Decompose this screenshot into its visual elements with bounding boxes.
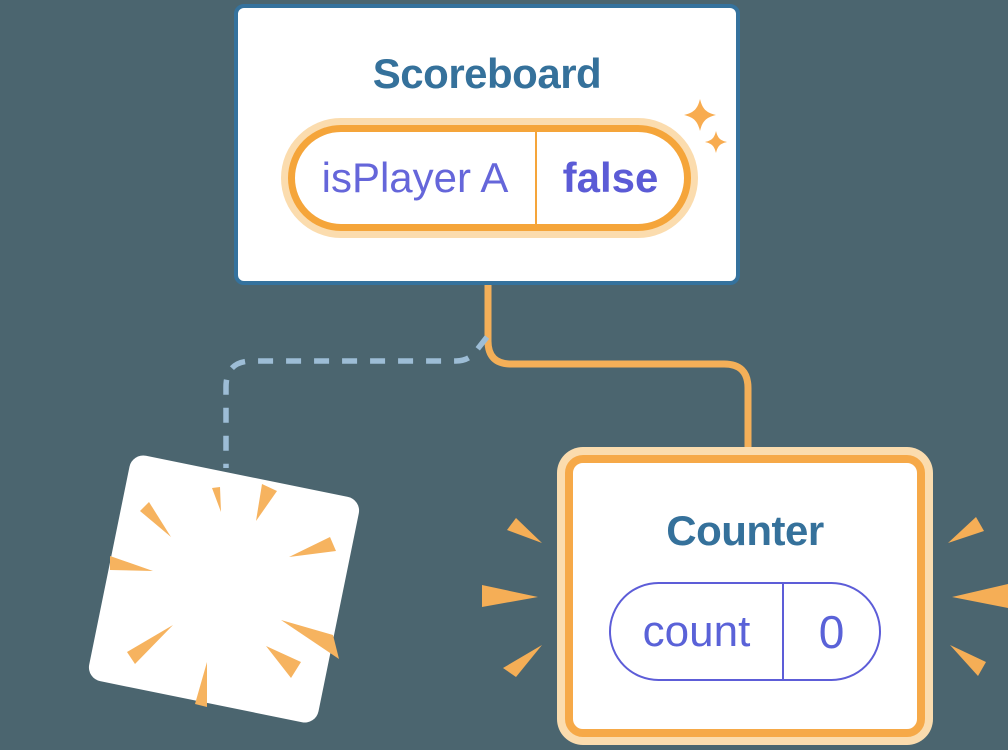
state-key: isPlayer A	[321, 154, 509, 201]
scoreboard-state-pill-glow: isPlayer A false	[281, 118, 698, 238]
emphasis-marks-icon-left	[482, 518, 542, 677]
state-value: false	[562, 154, 659, 201]
counter-card: Counter count 0	[565, 455, 925, 737]
scoreboard-state-pill: isPlayer A false	[288, 125, 691, 231]
state-key: count	[642, 606, 751, 656]
state-value: 0	[818, 605, 845, 658]
pill-divider	[782, 584, 784, 679]
connector-dashed-line	[223, 335, 490, 468]
scoreboard-title: Scoreboard	[372, 50, 602, 97]
emphasis-marks-icon-right	[948, 517, 1008, 676]
counter-title: Counter	[666, 507, 824, 554]
counter-state-pill: count 0	[609, 582, 881, 681]
scoreboard-card: Scoreboard isPlayer A false	[234, 4, 740, 285]
destroyed-card	[86, 452, 362, 726]
pill-divider	[535, 132, 537, 224]
connector-orange-line	[484, 281, 752, 452]
counter-card-glow: Counter count 0	[557, 447, 933, 745]
